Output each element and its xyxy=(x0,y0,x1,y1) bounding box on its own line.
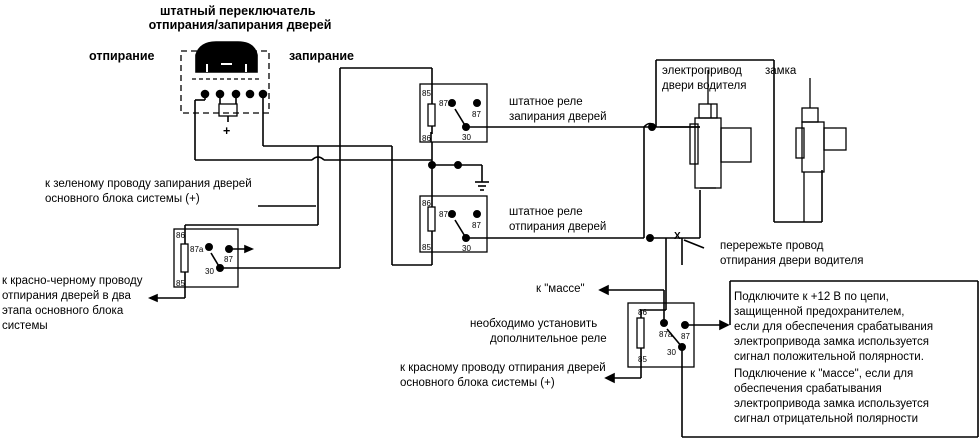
cut-mark: X xyxy=(674,231,681,242)
note-line-2: защищенной предохранителем, xyxy=(734,306,905,318)
note-line-4: электропривода замка используется xyxy=(734,336,930,348)
unlock-relay-pin-30: 30 xyxy=(462,244,471,253)
lock-relay-pin-87: 87 xyxy=(472,110,481,119)
additional-relay-pin-86: 86 xyxy=(638,308,647,317)
note-line-9: сигнал отрицательной полярности xyxy=(734,413,919,425)
door-switch xyxy=(180,41,270,122)
lock-relay-pin-85: 85 xyxy=(422,89,431,98)
cut-wire-label-2: отпирания двери водителя xyxy=(720,255,864,267)
note-line-6: Подключение к "массе", если для xyxy=(734,368,914,380)
extra-relay-label-1: необходимо установить xyxy=(470,318,598,330)
green-wire-label-2: основного блока системы (+) xyxy=(45,193,200,205)
unlock-relay xyxy=(419,195,488,253)
lock-relay-pin-30: 30 xyxy=(462,133,471,142)
additional-relay xyxy=(627,302,730,368)
lock-label: запирание xyxy=(289,49,355,63)
green-wire-label-1: к зеленому проводу запирания дверей xyxy=(45,178,252,190)
driver-door-actuator xyxy=(689,70,752,189)
two-stage-relay xyxy=(173,228,255,290)
redblack-wire-label-4: системы xyxy=(2,320,48,332)
additional-relay-pin-85: 85 xyxy=(638,355,647,364)
unlock-relay-pin-86: 86 xyxy=(422,199,431,208)
unlock-relay-label-2: отпирания дверей xyxy=(509,221,607,233)
red-wire-label-1: к красному проводу отпирания дверей xyxy=(400,362,606,374)
actuator-label-1: электропривод xyxy=(662,65,742,77)
two-stage-relay-pin-30: 30 xyxy=(205,267,214,276)
red-wire-label-2: основного блока системы (+) xyxy=(400,377,555,389)
actuator-label-2: двери водителя xyxy=(662,80,747,92)
additional-relay-pin-87: 87 xyxy=(681,332,690,341)
switch-title-line1: штатный переключатель xyxy=(160,4,316,18)
ground-label: к "массе" xyxy=(536,283,585,295)
cut-wire-label-1: перережьте провод xyxy=(720,240,824,252)
redblack-wire-label-2: отпирания дверей в два xyxy=(2,290,131,302)
unlock-relay-pin-87a: 87a xyxy=(439,210,453,219)
switch-title-line2: отпирания/запирания дверей xyxy=(148,18,332,32)
redblack-wire-label-1: к красно-черному проводу xyxy=(2,275,143,287)
note-line-7: обеспечения срабатывания xyxy=(734,383,882,395)
note-line-1: Подключите к +12 В по цепи, xyxy=(734,291,889,303)
note-line-3: если для обеспечения срабатывания xyxy=(734,321,934,333)
note-line-8: электропривода замка используется xyxy=(734,398,930,410)
additional-relay-pin-30: 30 xyxy=(667,348,676,357)
redblack-wire-label-3: этапа основного блока xyxy=(2,305,124,317)
two-stage-relay-pin-87: 87 xyxy=(224,255,233,264)
unlock-relay-label-1: штатное реле xyxy=(509,206,583,218)
two-stage-relay-pin-87a: 87a xyxy=(190,245,204,254)
unlock-relay-pin-87: 87 xyxy=(472,221,481,230)
lock-relay-label-2: запирания дверей xyxy=(509,111,607,123)
lock-relay-label-1: штатное реле xyxy=(509,96,583,108)
two-stage-relay-pin-85: 85 xyxy=(176,279,185,288)
extra-relay-label-2: дополнительное реле xyxy=(490,333,607,345)
plus-label: + xyxy=(223,124,231,138)
additional-relay-pin-87a: 87a xyxy=(659,330,673,339)
lock-relay-pin-87a: 87a xyxy=(439,99,453,108)
note-line-5: сигнал положительной полярности. xyxy=(734,351,924,363)
unlock-label: отпирание xyxy=(89,49,155,63)
unlock-relay-pin-85: 85 xyxy=(422,243,431,252)
lock-actuator xyxy=(795,78,847,222)
lock-actuator-label: замка xyxy=(765,65,797,77)
two-stage-relay-pin-86: 86 xyxy=(176,231,185,240)
lock-relay-pin-86: 86 xyxy=(422,134,431,143)
